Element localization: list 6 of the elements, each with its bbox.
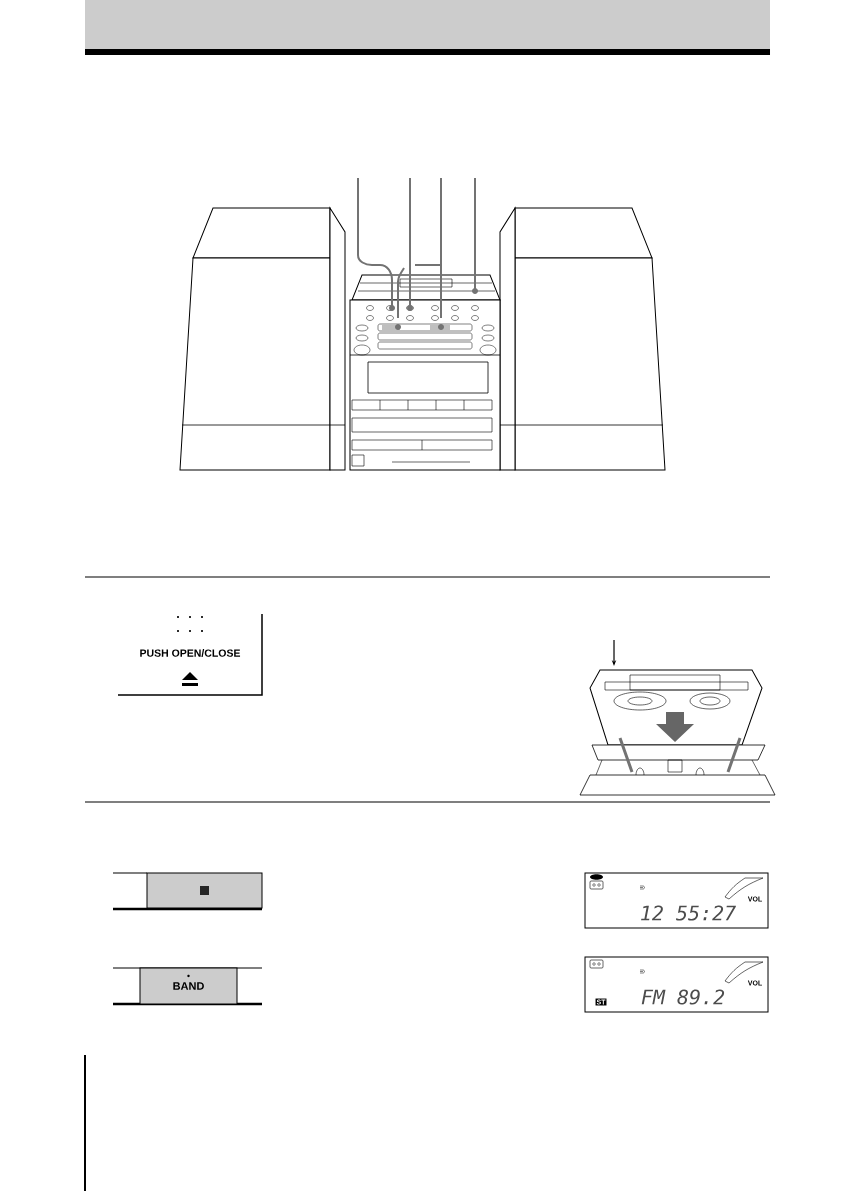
band-button: BAND: [112, 967, 263, 1006]
button-panel: PUSH OPEN/CLOSE: [117, 613, 263, 696]
node-label: PUSH OPEN/CLOSE: [140, 649, 241, 657]
display-readout: 12 55:27: [641, 905, 736, 921]
stop-button: [112, 872, 263, 911]
display-readout: FM 89.2: [641, 989, 725, 1005]
